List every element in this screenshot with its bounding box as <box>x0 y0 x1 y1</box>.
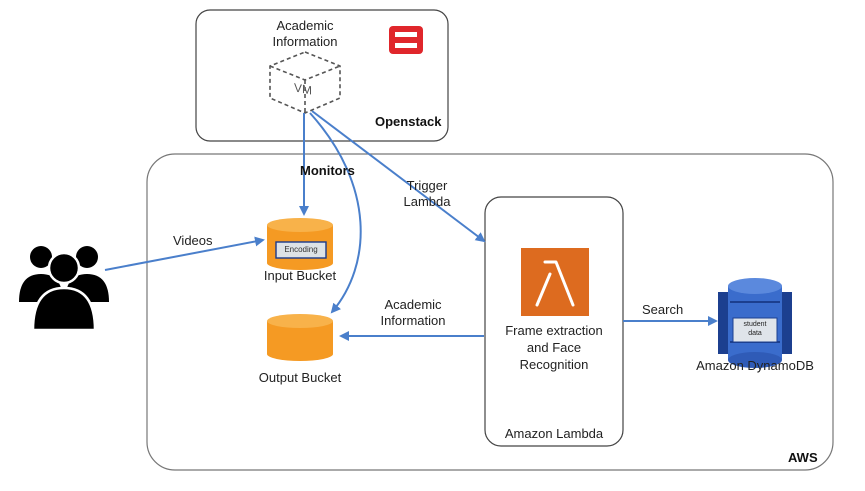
input-bucket-tag: Encoding <box>284 245 318 254</box>
academic-line1: Academic <box>384 297 442 312</box>
search-label: Search <box>642 302 684 317</box>
trigger-lambda-label: Trigger Lambda <box>392 178 462 210</box>
output-bucket-label: Output Bucket <box>258 370 342 385</box>
input-bucket-label: Input Bucket <box>263 268 337 283</box>
output-bucket-icon <box>267 314 333 361</box>
aws-label: AWS <box>788 450 818 465</box>
openstack-container <box>195 9 449 142</box>
academic-line2: Information <box>380 313 446 328</box>
vm-label: VM <box>294 80 312 98</box>
dynamodb-icon <box>718 278 792 368</box>
vm-title-line2: Information <box>272 34 338 49</box>
openstack-label: Openstack <box>375 114 442 129</box>
dynamodb-tag: student data <box>733 320 777 338</box>
monitors-label: Monitors <box>300 163 355 178</box>
edge-vm-to-lambda <box>311 110 486 243</box>
lambda-icon <box>521 248 589 316</box>
vm-title: Academic Information <box>250 18 360 50</box>
edge-users-to-input-bucket <box>104 236 265 271</box>
lambda-description: Frame extraction and Face Recognition <box>490 322 618 373</box>
academic-info-label: Academic Information <box>358 297 468 329</box>
users-group-icon <box>19 246 109 332</box>
dynamodb-label: Amazon DynamoDB <box>696 358 814 373</box>
input-bucket-icon <box>267 218 333 270</box>
aws-container <box>146 153 834 471</box>
lambda-desc-line3: Recognition <box>519 357 589 372</box>
edge-vm-to-output-bucket <box>309 112 362 314</box>
trigger-line2: Lambda <box>403 194 451 209</box>
dynamodb-tag-line1: student <box>743 321 767 328</box>
lambda-desc-line2: and Face <box>526 340 582 355</box>
lambda-label: Amazon Lambda <box>504 426 604 441</box>
vm-title-line1: Academic <box>276 18 334 33</box>
dynamodb-tag-line2: data <box>748 330 762 337</box>
trigger-line1: Trigger <box>406 178 448 193</box>
lambda-desc-line1: Frame extraction <box>505 323 603 338</box>
edges <box>104 110 718 341</box>
openstack-logo-icon <box>389 26 423 54</box>
videos-label: Videos <box>173 233 213 248</box>
